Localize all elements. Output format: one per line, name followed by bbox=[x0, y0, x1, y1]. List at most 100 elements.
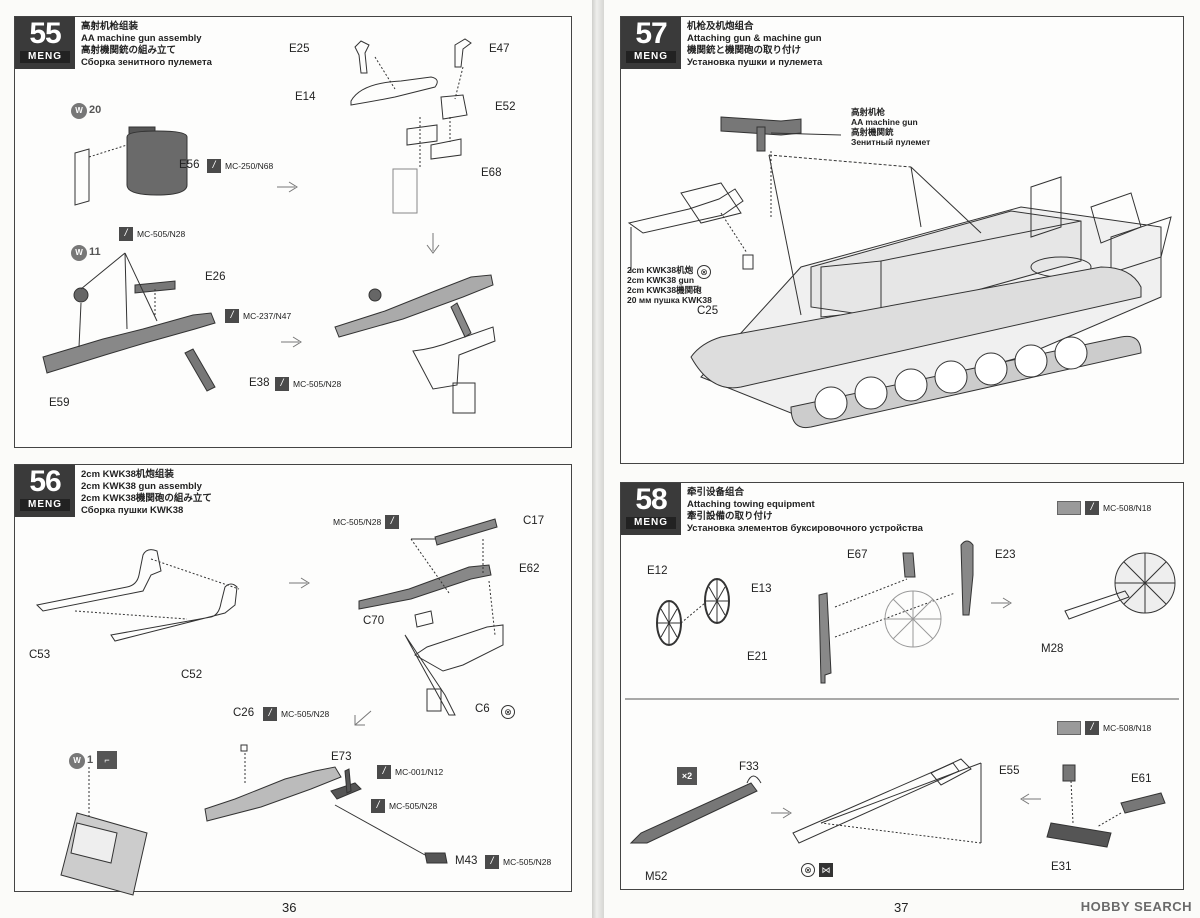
part-e25: E25 bbox=[289, 43, 310, 55]
gun-label-jp: 2cm KWK38機関砲 bbox=[627, 285, 702, 295]
title-ru: Установка пушки и пулемета bbox=[687, 57, 823, 68]
cut-icon: ⋈ bbox=[819, 863, 833, 877]
remove-icon: ⊗ bbox=[501, 705, 515, 719]
step-57-drawing bbox=[621, 17, 1183, 463]
title-cn: 高射机枪组装 bbox=[81, 21, 139, 32]
w20-count: 20 bbox=[89, 104, 102, 116]
paint-callout: /MC-508/N18 bbox=[1057, 721, 1151, 735]
aa-label-en: AA machine gun bbox=[851, 117, 918, 127]
paint-callout: MC-505/N28/ bbox=[333, 515, 400, 529]
part-e68: E68 bbox=[481, 167, 502, 179]
w1-badge: W bbox=[69, 753, 85, 769]
part-e56: E56 bbox=[179, 159, 200, 171]
aa-mg-callout: 高射机枪 AA machine gun 高射機関銃 Зенитный пулем… bbox=[851, 107, 930, 147]
title-en: 2cm KWK38 gun assembly bbox=[81, 481, 202, 492]
title-en: Attaching towing equipment bbox=[687, 499, 815, 510]
step-55-panel: 55 MENG 高射机枪组装 AA machine gun assembly 高… bbox=[14, 16, 572, 448]
aa-label-ru: Зенитный пулемет bbox=[851, 137, 931, 147]
step-56-panel: 56 MENG 2cm KWK38机炮组装 2cm KWK38 gun asse… bbox=[14, 464, 572, 892]
step-56-titles: 2cm KWK38机炮组装 2cm KWK38 gun assembly 2cm… bbox=[81, 469, 212, 517]
step-56-drawing bbox=[15, 465, 571, 891]
title-en: Attaching gun & machine gun bbox=[687, 33, 822, 44]
part-c17: C17 bbox=[523, 515, 545, 527]
paint-code: MC-505/N28 bbox=[293, 379, 342, 389]
part-e12: E12 bbox=[647, 565, 668, 577]
paint-code: MC-001/N12 bbox=[395, 767, 444, 777]
gun-label-en: 2cm KWK38 gun bbox=[627, 275, 695, 285]
part-m28: M28 bbox=[1041, 643, 1064, 655]
paint-callout: / MC-505/N28 bbox=[263, 707, 329, 721]
brand-logo: MENG bbox=[626, 51, 676, 63]
paint-code: MC-250/N68 bbox=[225, 161, 274, 171]
step-56-badge: 56 MENG bbox=[15, 465, 75, 517]
paint-icon: / bbox=[225, 309, 239, 323]
part-m43: M43 bbox=[455, 855, 478, 867]
title-cn: 牵引设备组合 bbox=[687, 487, 745, 498]
step-58-titles: 牵引设备组合 Attaching towing equipment 牽引設備の取… bbox=[687, 487, 923, 535]
step-58-badge: 58 MENG bbox=[621, 483, 681, 535]
step-57-panel: 57 MENG 机枪及机炮组合 Attaching gun & machine … bbox=[620, 16, 1184, 464]
paint-code: MC-505/N28 bbox=[389, 801, 438, 811]
title-cn: 机枪及机炮组合 bbox=[687, 21, 754, 32]
paint-icon: / bbox=[263, 707, 277, 721]
step-number: 58 bbox=[635, 483, 667, 516]
part-e55: E55 bbox=[999, 765, 1020, 777]
part-e59: E59 bbox=[49, 397, 70, 409]
paint-icon: / bbox=[1085, 501, 1099, 515]
w20-badge: W bbox=[71, 103, 87, 119]
part-m52: M52 bbox=[645, 871, 668, 883]
title-jp: 2cm KWK38機関砲の組み立て bbox=[81, 493, 212, 504]
step-55-titles: 高射机枪组装 AA machine gun assembly 高射機関銃の組み立… bbox=[81, 21, 212, 69]
paint-code: MC-505/N28 bbox=[503, 857, 552, 867]
part-e61: E61 bbox=[1131, 773, 1152, 785]
paint-code: MC-505/N28 bbox=[281, 709, 330, 719]
part-c25: C25 bbox=[697, 305, 719, 317]
part-e52: E52 bbox=[495, 101, 516, 113]
paint-icon: / bbox=[371, 799, 385, 813]
title-ru: Установка элементов буксировочного устро… bbox=[687, 523, 923, 534]
part-e62: E62 bbox=[519, 563, 540, 575]
step-number: 57 bbox=[635, 17, 667, 50]
gun-label-ru: 20 мм пушка KWK38 bbox=[627, 295, 712, 305]
quantity-badge: ×2 bbox=[677, 767, 697, 785]
paint-callout: / MC-505/N28 bbox=[275, 377, 341, 391]
title-jp: 機関銃と機関砲の取り付け bbox=[687, 45, 802, 56]
part-f33: F33 bbox=[739, 761, 759, 773]
paint-code: MC-237/N47 bbox=[243, 311, 292, 321]
step-55-drawing bbox=[15, 17, 571, 447]
part-e67: E67 bbox=[847, 549, 868, 561]
w11-badge: W bbox=[71, 245, 87, 261]
part-e73: E73 bbox=[331, 751, 352, 763]
title-jp: 高射機関銃の組み立て bbox=[81, 45, 177, 56]
part-c26: C26 bbox=[233, 707, 255, 719]
part-e14: E14 bbox=[295, 91, 316, 103]
step-number: 56 bbox=[29, 465, 61, 498]
brand-logo: MENG bbox=[20, 499, 70, 511]
aa-label-jp: 高射機関銃 bbox=[851, 127, 894, 137]
part-e21: E21 bbox=[747, 651, 768, 663]
paint-icon: / bbox=[275, 377, 289, 391]
step-58-panel: 58 MENG 牵引设备组合 Attaching towing equipmen… bbox=[620, 482, 1184, 890]
title-en: AA machine gun assembly bbox=[81, 33, 202, 44]
paint-callout: / MC-505/N28 bbox=[371, 799, 437, 813]
paint-code: MC-508/N18 bbox=[1103, 503, 1152, 513]
paint-icon: / bbox=[119, 227, 133, 241]
remove-icon: ⊗ bbox=[697, 265, 711, 279]
remove-icon: ⊗ bbox=[801, 863, 815, 877]
part-e26: E26 bbox=[205, 271, 226, 283]
paint-icon: / bbox=[377, 765, 391, 779]
gun-label-cn: 2cm KWK38机炮 bbox=[627, 265, 694, 275]
paint-icon: / bbox=[1085, 721, 1099, 735]
fold-icon: ⌐ bbox=[97, 751, 117, 769]
page-number-right: 37 bbox=[894, 900, 909, 915]
step-58-drawing bbox=[621, 483, 1183, 889]
paint-code: MC-505/N28 bbox=[137, 229, 186, 239]
title-ru: Сборка зенитного пулемета bbox=[81, 57, 212, 68]
paint-icon: / bbox=[207, 159, 221, 173]
page-number-left: 36 bbox=[282, 900, 297, 915]
color-swatch bbox=[1057, 721, 1081, 735]
step-57-titles: 机枪及机炮组合 Attaching gun & machine gun 機関銃と… bbox=[687, 21, 822, 69]
paint-icon: / bbox=[485, 855, 499, 869]
part-c70: C70 bbox=[363, 615, 385, 627]
part-e38: E38 bbox=[249, 377, 270, 389]
